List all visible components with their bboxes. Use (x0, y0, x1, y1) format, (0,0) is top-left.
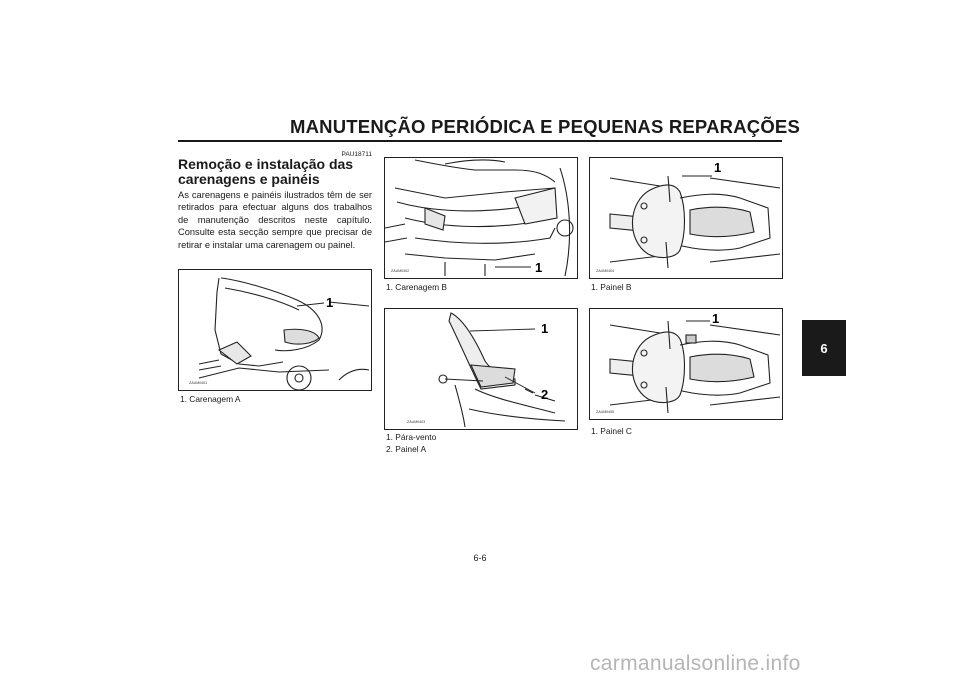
figure-para-vento: 1 2 ZAUM0403 (384, 308, 578, 430)
pointer-1: 1 (326, 295, 333, 310)
figure-painel-c: 1 ZAUM0405 (589, 308, 783, 420)
side-fairing-illustration: 1 ZAUM0402 (385, 159, 574, 277)
figure-code: ZAUM0405 (596, 410, 614, 414)
front-fairing-illustration: 1 ZAUM0401 (189, 277, 370, 390)
cockpit-panel-c-illustration: 1 ZAUM0405 (596, 311, 781, 414)
page-number: 6-6 (473, 553, 487, 563)
caption-painel-c: 1. Painel C (591, 426, 632, 436)
figure-code: ZAUM0401 (189, 381, 207, 385)
figure-carenagem-b: 1 ZAUM0402 (384, 157, 578, 279)
cockpit-panel-b-illustration: 1 ZAUM0404 (596, 160, 781, 273)
pointer-1: 1 (714, 160, 721, 175)
header-rule (178, 140, 782, 142)
pointer-1: 1 (541, 321, 548, 336)
pointer-1: 1 (535, 260, 542, 275)
caption-painel-a: 2. Painel A (386, 444, 427, 454)
pointer-2: 2 (541, 387, 548, 402)
windshield-illustration: 1 2 ZAUM0403 (407, 312, 566, 428)
caption-para-vento: 1. Pára-vento (386, 432, 437, 442)
caption-carenagem-a: 1. Carenagem A (180, 394, 241, 404)
watermark-text: carmanualsonline.info (590, 652, 801, 675)
figure-code: ZAUM0404 (596, 269, 614, 273)
caption-painel-b: 1. Painel B (591, 282, 632, 292)
pointer-1: 1 (712, 311, 719, 326)
chapter-tab: 6 (802, 320, 846, 376)
page-header-title: MANUTENÇÃO PERIÓDICA E PEQUENAS REPARAÇÕ… (290, 116, 801, 137)
figure-code: ZAUM0403 (407, 420, 425, 424)
section-heading: Remoção e instalação das carenagens e pa… (178, 156, 354, 187)
caption-carenagem-b: 1. Carenagem B (386, 282, 447, 292)
section-body: As carenagens e painéis ilustrados têm d… (178, 190, 372, 250)
figure-painel-b: 1 ZAUM0404 (589, 157, 783, 279)
section-code: PAU18711 (341, 151, 372, 158)
figure-code: ZAUM0402 (391, 269, 409, 273)
figure-carenagem-a: 1 ZAUM0401 (178, 269, 372, 391)
